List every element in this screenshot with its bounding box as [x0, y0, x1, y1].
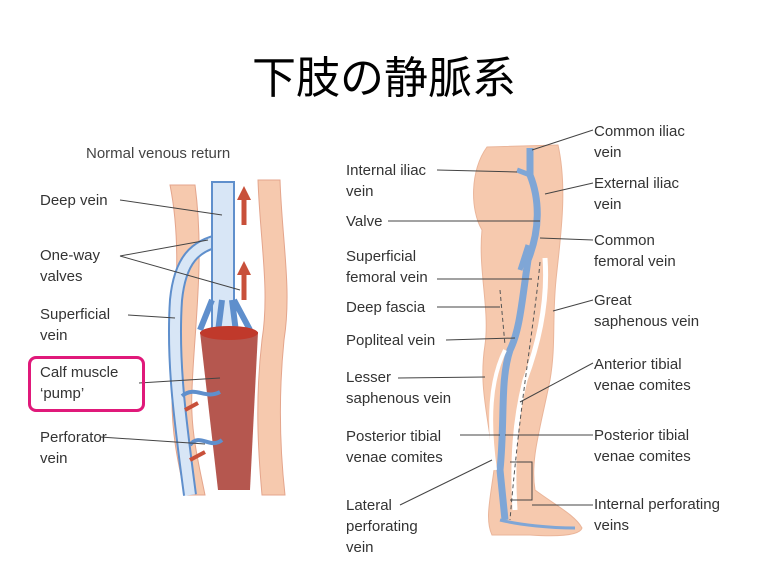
slide-title: 下肢の静脈系	[252, 53, 516, 104]
label-lateral-perforating: Lateral perforating vein	[346, 497, 418, 556]
label-one-way-valves: One-way valves	[40, 247, 101, 285]
right-leg-illustration	[473, 144, 583, 537]
label-common-iliac: Common iliac vein	[594, 123, 685, 161]
label-posterior-tibial-left: Posterior tibial venae comites	[346, 428, 443, 466]
leader-lines	[99, 129, 594, 506]
label-lesser-saphenous: Lesser saphenous vein	[346, 369, 452, 407]
label-popliteal: Popliteal vein	[346, 332, 436, 349]
label-anterior-tibial: Anterior tibial venae comites	[594, 356, 691, 394]
calf-muscle-highlight-box	[28, 356, 145, 412]
label-external-iliac: External iliac vein	[594, 175, 680, 213]
label-deep-vein: Deep vein	[40, 192, 108, 209]
label-internal-iliac: Internal iliac vein	[346, 162, 427, 200]
label-common-femoral: Common femoral vein	[594, 232, 676, 270]
label-calf-muscle-pump: Calf muscle ‘pump’	[40, 364, 119, 402]
left-diagram-subtitle: Normal venous return	[86, 145, 231, 162]
label-perforator-vein: Perforator vein	[40, 429, 107, 467]
label-posterior-tibial-right: Posterior tibial venae comites	[594, 427, 691, 465]
label-internal-perforating: Internal perforating veins	[594, 496, 720, 534]
left-leg-section	[167, 179, 288, 496]
label-superficial-femoral: Superficial femoral vein	[346, 248, 428, 286]
label-great-saphenous: Great saphenous vein	[594, 292, 700, 330]
label-deep-fascia: Deep fascia	[346, 299, 426, 316]
label-superficial-vein: Superficial vein	[40, 306, 111, 344]
label-valve: Valve	[346, 213, 383, 230]
